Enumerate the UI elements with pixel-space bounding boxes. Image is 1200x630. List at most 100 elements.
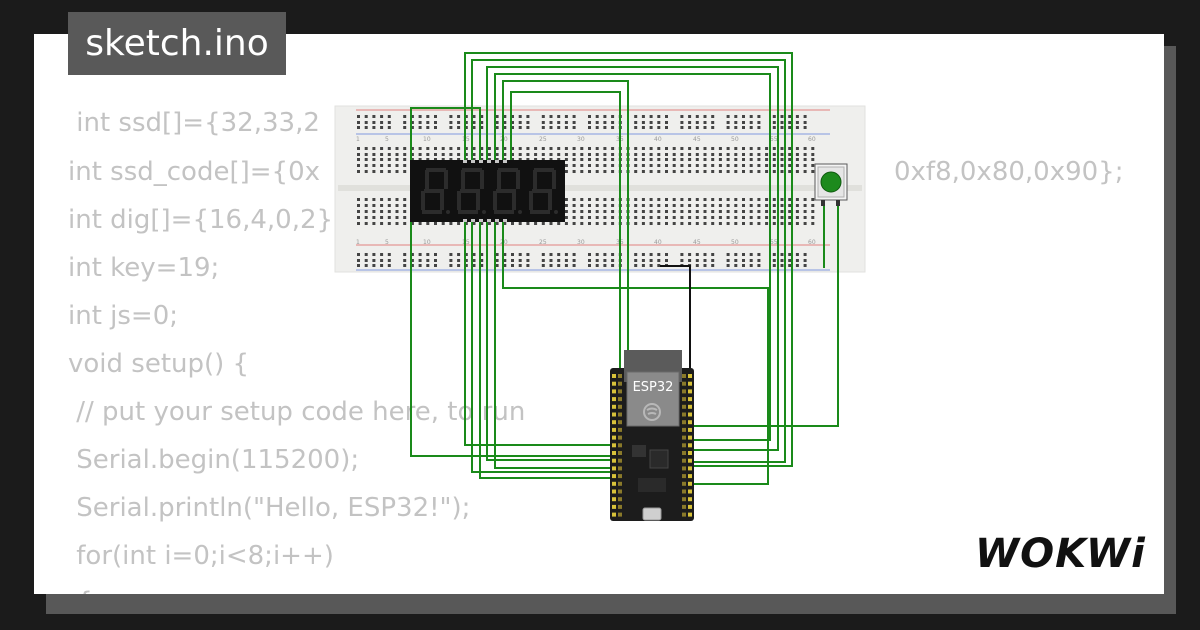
breadboard-hole	[634, 264, 638, 267]
breadboard-hole	[511, 222, 514, 225]
breadboard-hole	[795, 126, 799, 129]
breadboard-hole	[549, 147, 553, 150]
breadboard-hole	[557, 264, 561, 267]
breadboard-hole	[518, 115, 522, 118]
breadboard-hole	[734, 170, 738, 173]
breadboard-hole	[603, 222, 607, 225]
breadboard-hole	[811, 147, 815, 150]
breadboard-hole	[603, 147, 607, 150]
breadboard-hole	[780, 253, 784, 256]
breadboard-hole	[780, 164, 784, 167]
breadboard-hole	[603, 121, 607, 124]
header-pin	[688, 451, 692, 455]
breadboard-hole	[788, 147, 792, 150]
breadboard-hole	[772, 121, 776, 124]
breadboard-hole	[634, 126, 638, 129]
breadboard-hole	[572, 153, 576, 156]
breadboard-hole	[757, 121, 761, 124]
sketch-title: sketch.ino	[68, 12, 286, 75]
breadboard-hole	[688, 115, 692, 118]
breadboard-hole	[757, 115, 761, 118]
breadboard-hole	[564, 210, 568, 213]
breadboard-hole	[795, 164, 799, 167]
breadboard-hole	[603, 164, 607, 167]
breadboard-hole	[403, 216, 407, 219]
breadboard-hole	[641, 259, 645, 262]
breadboard-hole	[480, 253, 484, 256]
breadboard-hole	[665, 222, 668, 225]
breadboard-hole	[649, 158, 653, 161]
code-line: {	[68, 586, 93, 594]
display-segment	[496, 189, 516, 193]
breadboard-hole	[357, 210, 360, 213]
breadboard-hole	[672, 153, 676, 156]
breadboard-hole	[564, 216, 568, 219]
breadboard-hole	[665, 170, 668, 173]
breadboard-hole	[711, 147, 715, 150]
breadboard-hole	[734, 222, 738, 225]
breadboard-hole	[734, 158, 738, 161]
breadboard-hole	[757, 210, 761, 213]
breadboard-hole	[464, 158, 468, 161]
breadboard-hole	[611, 147, 615, 150]
display-segment	[444, 170, 448, 189]
breadboard-hole	[480, 115, 484, 118]
header-pin	[618, 427, 622, 432]
breadboard-hole	[387, 264, 391, 267]
breadboard-hole	[557, 115, 561, 118]
breadboard-hole	[503, 147, 507, 150]
header-pin	[612, 443, 616, 448]
breadboard-hole	[780, 170, 784, 173]
header-pin	[688, 458, 692, 463]
breadboard-hole	[742, 253, 745, 256]
header-pin	[618, 412, 622, 417]
header-pin	[618, 397, 622, 402]
breadboard-hole	[803, 147, 807, 150]
breadboard-hole	[572, 204, 576, 207]
breadboard-hole	[511, 153, 514, 156]
breadboard-hole	[688, 164, 692, 167]
breadboard-hole	[541, 121, 545, 124]
breadboard-hole	[526, 153, 530, 156]
breadboard-hole	[772, 210, 776, 213]
breadboard-hole	[718, 164, 722, 167]
breadboard-hole	[680, 259, 684, 262]
breadboard-hole	[449, 253, 453, 256]
breadboard-hole	[418, 115, 422, 118]
breadboard-hole	[480, 158, 484, 161]
header-pin	[688, 374, 692, 378]
breadboard-hole	[518, 222, 522, 225]
breadboard-hole	[672, 222, 676, 225]
wire	[471, 59, 786, 463]
breadboard-hole	[426, 121, 430, 124]
breadboard-hole	[580, 158, 584, 161]
header-pin	[682, 389, 686, 394]
header-pin	[688, 504, 692, 509]
breadboard-hole	[480, 121, 484, 124]
breadboard-hole	[611, 158, 615, 161]
push-button	[814, 163, 848, 206]
breadboard-hole	[418, 253, 422, 256]
breadboard-hole	[364, 204, 368, 207]
breadboard-hole	[572, 264, 576, 267]
breadboard-hole	[611, 253, 615, 256]
header-pin	[618, 381, 622, 386]
code-line: int dig[]={16,4,0,2}	[68, 205, 334, 235]
header-pin	[682, 458, 686, 463]
breadboard-hole	[387, 253, 391, 256]
breadboard-hole	[711, 170, 715, 173]
breadboard-hole	[380, 158, 384, 161]
breadboard-hole	[564, 222, 568, 225]
header-pin	[682, 474, 686, 479]
display-pin	[495, 219, 499, 222]
breadboard-hole	[680, 121, 684, 124]
breadboard-hole	[603, 198, 607, 201]
breadboard-hole	[403, 259, 407, 262]
breadboard-hole	[603, 253, 607, 256]
breadboard-hole	[480, 153, 484, 156]
breadboard-hole	[680, 170, 684, 173]
breadboard-hole	[464, 153, 468, 156]
breadboard-hole	[387, 153, 391, 156]
breadboard-hole	[449, 264, 453, 267]
breadboard-hole	[472, 153, 476, 156]
